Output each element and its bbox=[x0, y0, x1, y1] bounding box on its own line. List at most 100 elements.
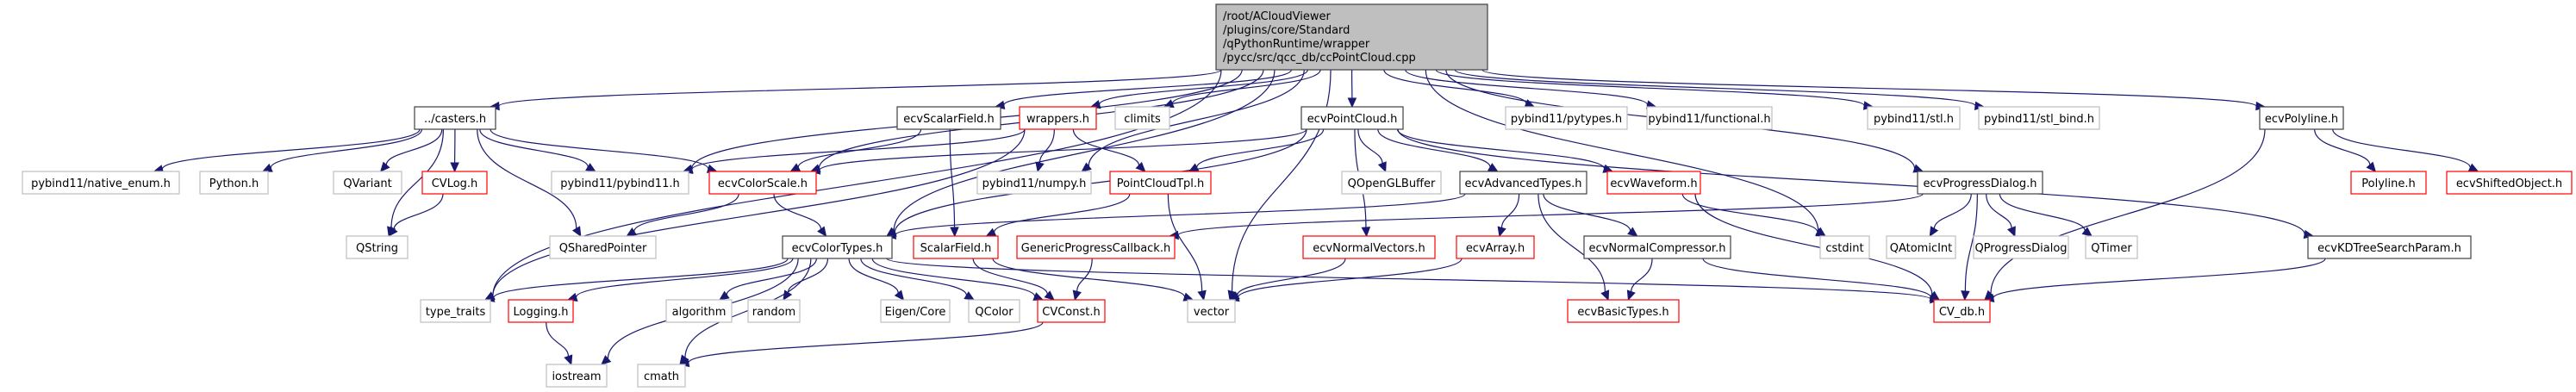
edge-ecvAdvancedTypes-to-ecvArray bbox=[1500, 193, 1520, 228]
node-ecv-normal-vectors[interactable]: ecvNormalVectors.h bbox=[1302, 235, 1436, 259]
node-qtimer[interactable]: QTimer bbox=[2085, 235, 2138, 259]
node-label: ecvBasicTypes.h bbox=[1577, 306, 1668, 319]
node-qstring[interactable]: QString bbox=[346, 235, 409, 259]
node-qopenglbuffer[interactable]: QOpenGLBuffer bbox=[1341, 171, 1442, 195]
node-generic-progress[interactable]: GenericProgressCallback.h bbox=[1016, 235, 1176, 259]
node-label: random bbox=[752, 306, 795, 319]
node-polyline-h[interactable]: Polyline.h bbox=[2350, 171, 2427, 195]
node-pybind11[interactable]: pybind11/pybind11.h bbox=[551, 171, 689, 195]
node-qatomicint[interactable]: QAtomicInt bbox=[1886, 235, 1956, 259]
node-cvdb[interactable]: CV_db.h bbox=[1933, 299, 1991, 323]
node-qsharedpointer[interactable]: QSharedPointer bbox=[549, 235, 657, 259]
node-qcolor[interactable]: QColor bbox=[968, 299, 1020, 323]
edge-ecvScalarField-to-scalarField bbox=[949, 128, 956, 228]
edge-root-to-type_traits bbox=[492, 69, 1222, 296]
node-stl[interactable]: pybind11/stl.h bbox=[1867, 106, 1961, 130]
edge-pointCloudTpl-to-vector bbox=[1167, 193, 1203, 292]
node-box bbox=[1583, 235, 1731, 259]
arrowhead-icon bbox=[1815, 227, 1827, 237]
node-label: QProgressDialog bbox=[1974, 242, 2067, 255]
arrowhead-icon bbox=[1497, 226, 1506, 238]
node-ecv-waveform[interactable]: ecvWaveform.h bbox=[1606, 171, 1701, 195]
node-box bbox=[1300, 106, 1404, 130]
node-ecv-point-cloud[interactable]: ecvPointCloud.h bbox=[1300, 106, 1404, 130]
edge-ecvPointCloud-to-ecvAdvancedTypes bbox=[1377, 128, 1491, 168]
node-pytypes[interactable]: pybind11/pytypes.h bbox=[1505, 106, 1628, 130]
node-label: QColor bbox=[975, 306, 1014, 319]
edge-scalarField-to-cvconst bbox=[972, 258, 1048, 295]
node-label: algorithm bbox=[672, 306, 727, 319]
node-box bbox=[782, 235, 893, 259]
node-box bbox=[333, 171, 402, 195]
node-iostream[interactable]: iostream bbox=[546, 364, 608, 388]
edge-ecvProgressDialog-to-qtimer bbox=[1999, 193, 2086, 232]
edge-ecvWaveform-to-cvdb bbox=[1694, 193, 1933, 296]
edge-root-to-pytypes bbox=[1383, 69, 1527, 104]
edge-casters-to-python bbox=[270, 128, 423, 169]
node-algorithm[interactable]: algorithm bbox=[665, 299, 733, 323]
node-ecv-advanced-types[interactable]: ecvAdvancedTypes.h bbox=[1459, 171, 1587, 195]
node-label: cstdint bbox=[1825, 242, 1863, 255]
node-qprogressdialog[interactable]: QProgressDialog bbox=[1973, 235, 2069, 259]
node-stl_bind[interactable]: pybind11/stl_bind.h bbox=[1978, 106, 2100, 130]
node-native_enum[interactable]: pybind11/native_enum.h bbox=[22, 171, 180, 195]
node-ecv-k-d-tree[interactable]: ecvKDTreeSearchParam.h bbox=[2307, 235, 2472, 259]
node-label: Polyline.h bbox=[2361, 177, 2415, 190]
edge-ecvNormalCompressor-to-ecvBasicTypes bbox=[1631, 258, 1653, 292]
node-scalar-field[interactable]: ScalarField.h bbox=[913, 235, 999, 259]
node-cmath[interactable]: cmath bbox=[637, 364, 686, 388]
node-box bbox=[1302, 235, 1436, 259]
node-logging[interactable]: Logging.h bbox=[508, 299, 574, 323]
arrowhead-icon bbox=[571, 226, 582, 238]
node-ecv-color-types[interactable]: ecvColorTypes.h bbox=[782, 235, 893, 259]
node-ecv-polyline[interactable]: ecvPolyline.h bbox=[2259, 106, 2344, 130]
edge-pointCloudTpl-to-scalarField bbox=[994, 193, 1131, 233]
node-ecv-color-scale[interactable]: ecvColorScale.h bbox=[708, 171, 817, 195]
node-vector[interactable]: vector bbox=[1187, 299, 1236, 323]
edge-root-to-wrappers bbox=[1099, 69, 1308, 105]
node-cvconst[interactable]: CVConst.h bbox=[1037, 299, 1106, 323]
node-box bbox=[22, 171, 180, 195]
node-wrappers[interactable]: wrappers.h bbox=[1019, 106, 1097, 130]
node-qvariant[interactable]: QVariant bbox=[333, 171, 402, 195]
node-label: ecvColorTypes.h bbox=[792, 242, 883, 255]
node-type_traits[interactable]: type_traits bbox=[420, 299, 491, 323]
arrowhead-icon bbox=[1626, 289, 1636, 302]
node-box bbox=[976, 171, 1092, 195]
node-cvlog[interactable]: CVLog.h bbox=[421, 171, 488, 195]
root-node-line-4: /pycc/src/qcc_db/ccPointCloud.cpp bbox=[1223, 52, 1416, 65]
node-ecv-normal-compressor[interactable]: ecvNormalCompressor.h bbox=[1583, 235, 1731, 259]
edge-wrappers-to-numpy bbox=[1039, 128, 1055, 164]
node-box bbox=[1019, 106, 1097, 130]
node-ecv-shifted-object[interactable]: ecvShiftedObject.h bbox=[2446, 171, 2573, 195]
edge-root-to-numpy bbox=[1088, 69, 1305, 166]
node-climits[interactable]: climits bbox=[1114, 106, 1170, 130]
node-box bbox=[1933, 299, 1991, 323]
node-label: CV_db.h bbox=[1939, 306, 1985, 319]
node-box bbox=[1606, 171, 1701, 195]
arrowhead-icon bbox=[1377, 161, 1387, 173]
node-point-cloud-tpl[interactable]: PointCloudTpl.h bbox=[1109, 171, 1212, 195]
node-random[interactable]: random bbox=[747, 299, 801, 323]
edge-root-to-stl_bind bbox=[1454, 69, 1976, 107]
node-ecv-progress-dialog[interactable]: ecvProgressDialog.h bbox=[1917, 171, 2043, 195]
node-casters[interactable]: ../casters.h bbox=[414, 106, 496, 130]
node-functional[interactable]: pybind11/functional.h bbox=[1646, 106, 1773, 130]
root-node-box bbox=[1215, 3, 1488, 71]
node-python[interactable]: Python.h bbox=[199, 171, 269, 195]
node-label: Python.h bbox=[209, 177, 259, 190]
root-node-line-3: /qPythonRuntime/wrapper bbox=[1223, 38, 1370, 51]
edge-root-to-functional bbox=[1405, 69, 1649, 106]
node-ecv-basic-types[interactable]: ecvBasicTypes.h bbox=[1567, 299, 1680, 323]
edge-ecvKDTree-to-cvdb bbox=[1993, 258, 2326, 299]
node-label: pybind11/native_enum.h bbox=[31, 177, 171, 190]
node-ecv-array[interactable]: ecvArray.h bbox=[1456, 235, 1535, 259]
node-ecv-scalar-field[interactable]: ecvScalarField.h bbox=[896, 106, 1001, 130]
node-cstdint[interactable]: cstdint bbox=[1819, 235, 1870, 259]
edge-cvconst-to-cmath bbox=[688, 321, 1044, 364]
root-node[interactable]: /root/ACloudViewer /plugins/core/Standar… bbox=[1215, 3, 1488, 71]
node-eigen[interactable]: Eigen/Core bbox=[880, 299, 951, 323]
edge-ecvColorTypes-to-eigen bbox=[848, 258, 899, 294]
arrowhead-icon bbox=[450, 162, 459, 173]
node-numpy[interactable]: pybind11/numpy.h bbox=[976, 171, 1092, 195]
